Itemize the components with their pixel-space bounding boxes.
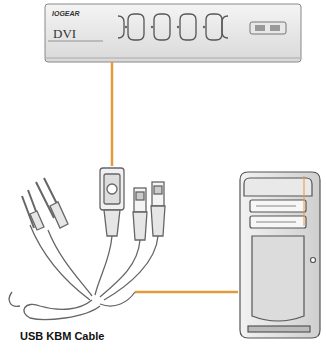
computer-tower (240, 172, 320, 338)
brand-logo: IOGEAR (52, 10, 80, 17)
usb-kbm-cable (9, 168, 165, 320)
cable-group: USB KBM Cable (5, 166, 170, 346)
cable-line (135, 291, 238, 294)
kvm-switch-box: IOGEAR DVI (45, 4, 301, 62)
connector-line (111, 62, 114, 166)
caption-label: USB KBM Cable (20, 330, 104, 342)
model-label: DVI (53, 26, 76, 42)
kvm-switch (45, 4, 301, 62)
